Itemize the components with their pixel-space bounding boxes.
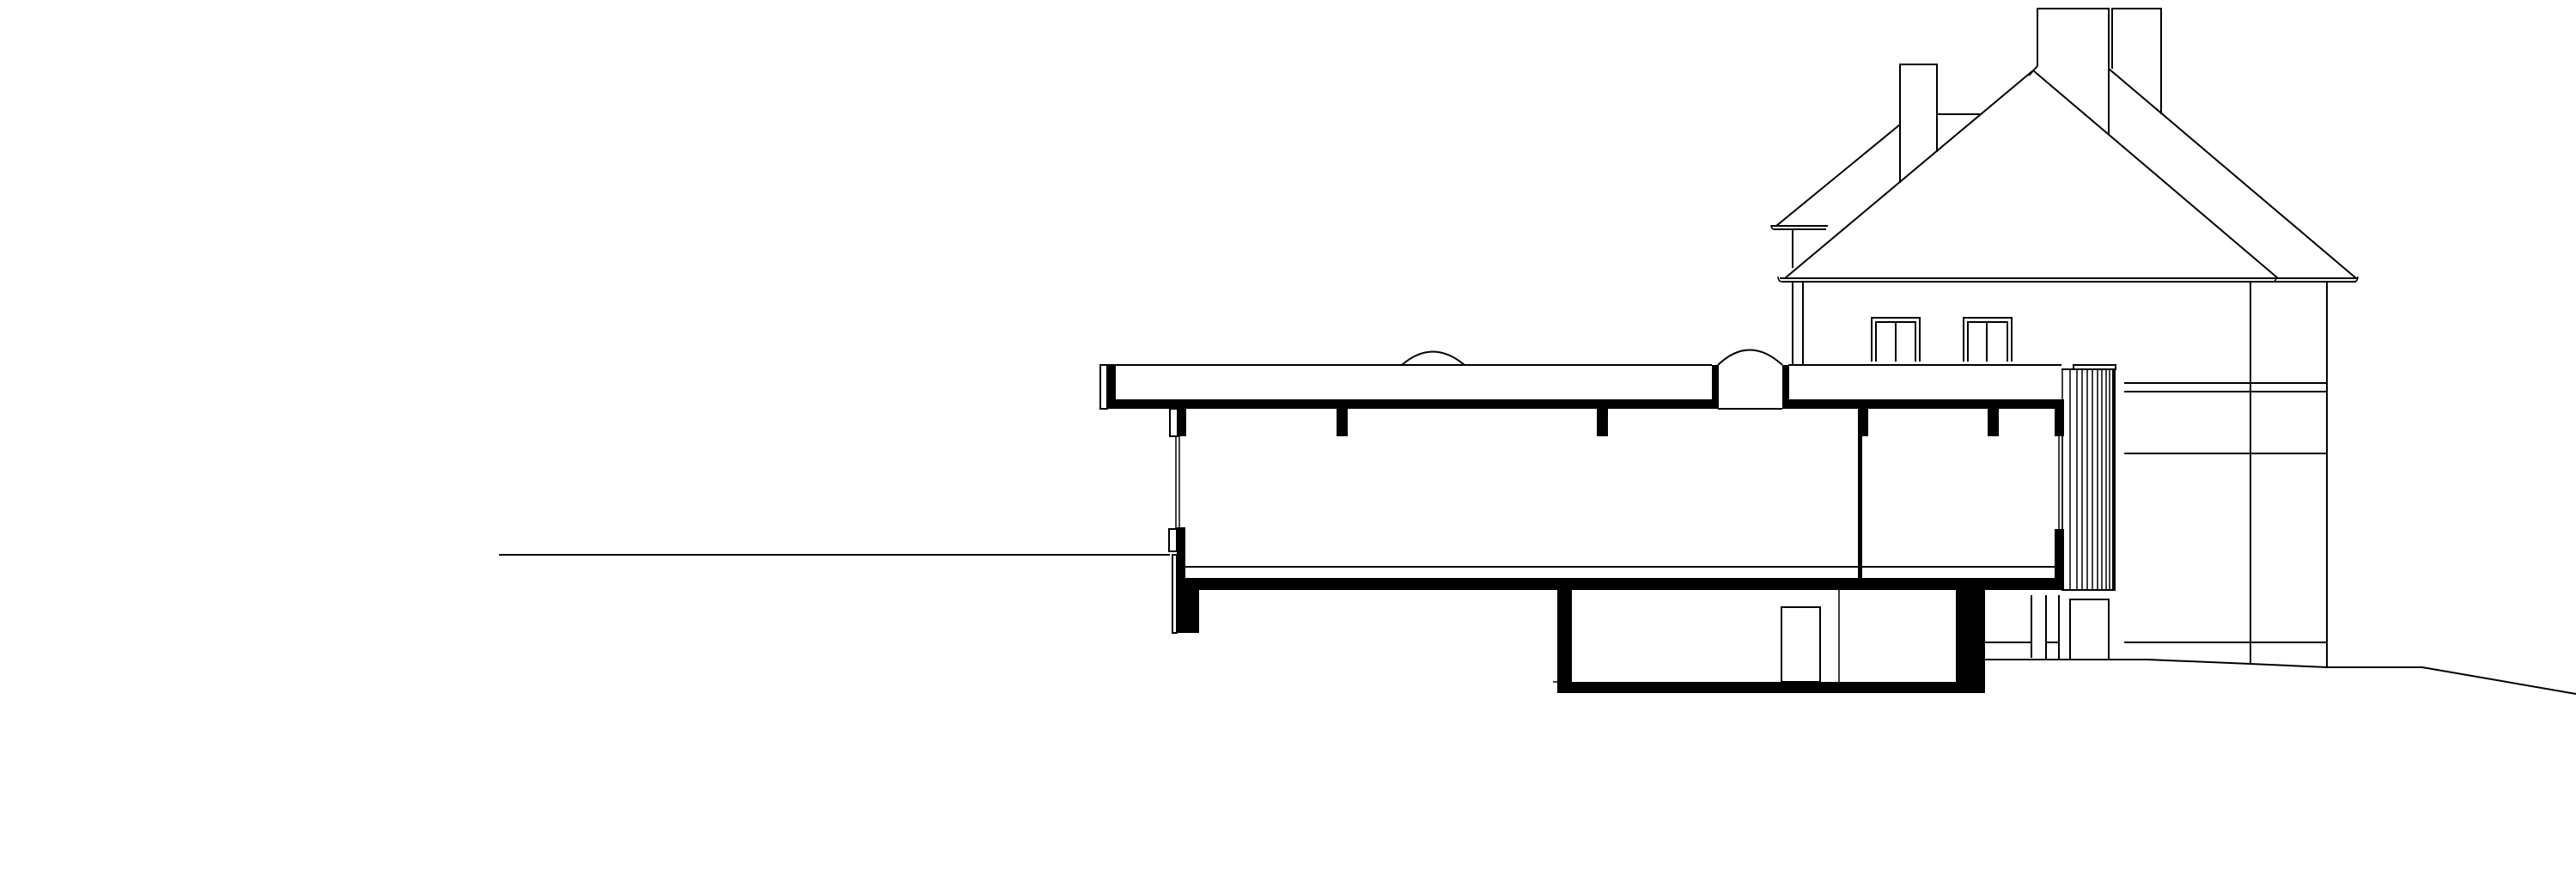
- basement-west-wall: [1557, 590, 1572, 682]
- ground-line: [499, 554, 2576, 695]
- downstand-beams: [1337, 409, 1999, 436]
- chimneys: [1899, 8, 2162, 183]
- basement-floor-slab: [1557, 682, 1985, 693]
- pitched-roof: [1770, 65, 2359, 283]
- house-walls: [1792, 282, 2328, 667]
- basement-door: [1781, 606, 1821, 683]
- house-side-door: [2031, 595, 2110, 660]
- ground-floor-slab: [1177, 566, 2061, 633]
- basement-east-wall: [1956, 590, 1985, 693]
- flat-roof-slab: [1099, 364, 2061, 410]
- dome-skylight-over-opening: [1712, 349, 1789, 410]
- partition-wall: [1858, 409, 1868, 578]
- dormer-windows: [1871, 317, 2013, 362]
- vertical-timber-cladding: [2061, 364, 2116, 591]
- dome-skylight: [1401, 350, 1465, 366]
